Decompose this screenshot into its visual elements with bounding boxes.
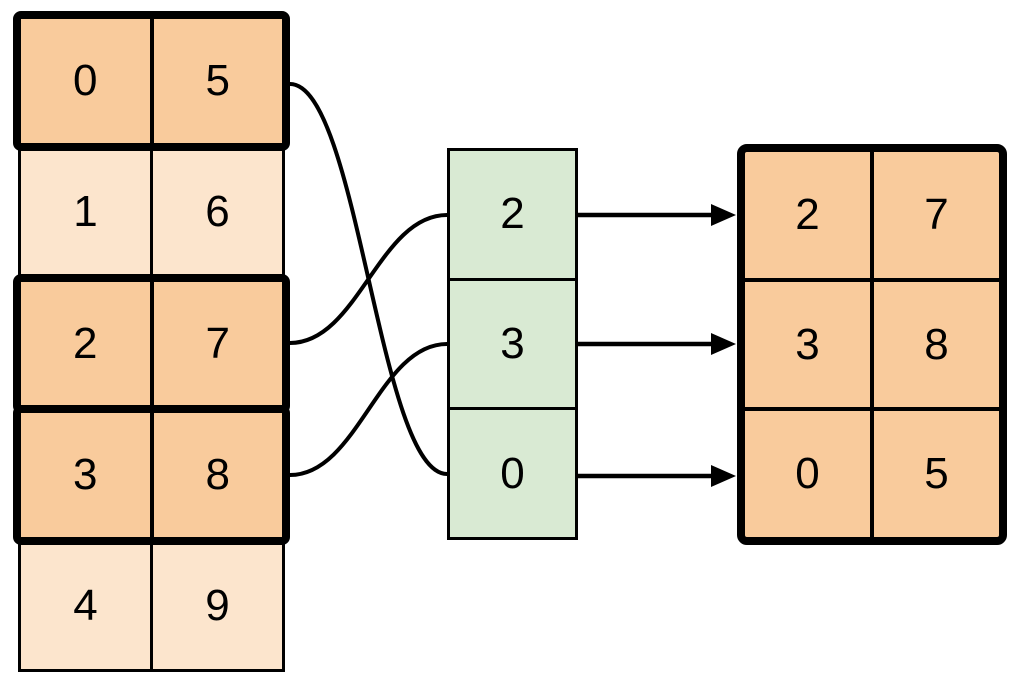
- cell-value: 1: [73, 187, 98, 236]
- cell-value: 2: [795, 189, 820, 239]
- cell-value: 2: [500, 189, 525, 239]
- cell-value: 7: [924, 189, 949, 239]
- cell-value: 3: [500, 319, 525, 368]
- cell-value: 8: [205, 450, 230, 499]
- source-row-0: 0 5: [13, 11, 290, 151]
- index-column: 2 3 0: [447, 148, 578, 540]
- source-value-cell: 8: [154, 413, 283, 537]
- result-row-0: 2 7: [745, 152, 999, 282]
- source-index-cell: 2: [21, 282, 154, 406]
- cell-value: 3: [795, 319, 820, 369]
- source-index-cell: 1: [21, 149, 153, 275]
- result-row-1: 3 8: [745, 281, 999, 412]
- index-cell-0: 2: [450, 151, 575, 281]
- index-cell-2: 0: [450, 410, 575, 537]
- arrow-head-index2-to-result2: [711, 465, 736, 487]
- source-row-4: 4 9: [18, 540, 285, 672]
- source-value-cell: 9: [153, 543, 282, 669]
- source-value-cell: 5: [154, 19, 283, 143]
- cell-value: 3: [73, 450, 98, 499]
- source-row-2: 2 7: [13, 274, 290, 414]
- cell-value: 4: [73, 581, 98, 630]
- result-cell: 5: [874, 411, 999, 537]
- cell-value: 0: [795, 449, 820, 499]
- source-row-3: 3 8: [13, 405, 290, 545]
- cell-value: 0: [73, 56, 98, 105]
- cell-value: 2: [73, 319, 98, 368]
- result-cell: 3: [745, 281, 874, 408]
- cell-value: 5: [205, 56, 230, 105]
- arrow-head-index0-to-result0: [711, 204, 736, 226]
- cell-value: 0: [500, 448, 525, 498]
- source-index-cell: 3: [21, 413, 154, 537]
- curve-source-row2-to-index-cell0: [289, 213, 448, 345]
- arrow-head-index1-to-result1: [711, 333, 736, 355]
- result-table: 2 7 3 8 0 5: [737, 144, 1007, 545]
- result-cell: 7: [874, 152, 999, 278]
- cell-value: 9: [205, 581, 230, 630]
- result-row-2: 0 5: [745, 411, 999, 538]
- cell-value: 6: [205, 187, 230, 236]
- cell-value: 8: [924, 319, 949, 369]
- source-index-cell: 4: [21, 543, 153, 669]
- source-value-cell: 7: [154, 282, 283, 406]
- result-cell: 2: [745, 152, 874, 278]
- source-index-cell: 0: [21, 19, 154, 143]
- index-cell-1: 3: [450, 281, 575, 411]
- source-value-cell: 6: [153, 149, 282, 275]
- result-cell: 0: [745, 411, 874, 538]
- source-row-1: 1 6: [18, 146, 285, 278]
- cell-value: 5: [924, 449, 949, 499]
- curve-source-row3-to-index-cell1: [289, 342, 448, 477]
- result-cell: 8: [874, 282, 999, 408]
- cell-value: 7: [205, 319, 230, 368]
